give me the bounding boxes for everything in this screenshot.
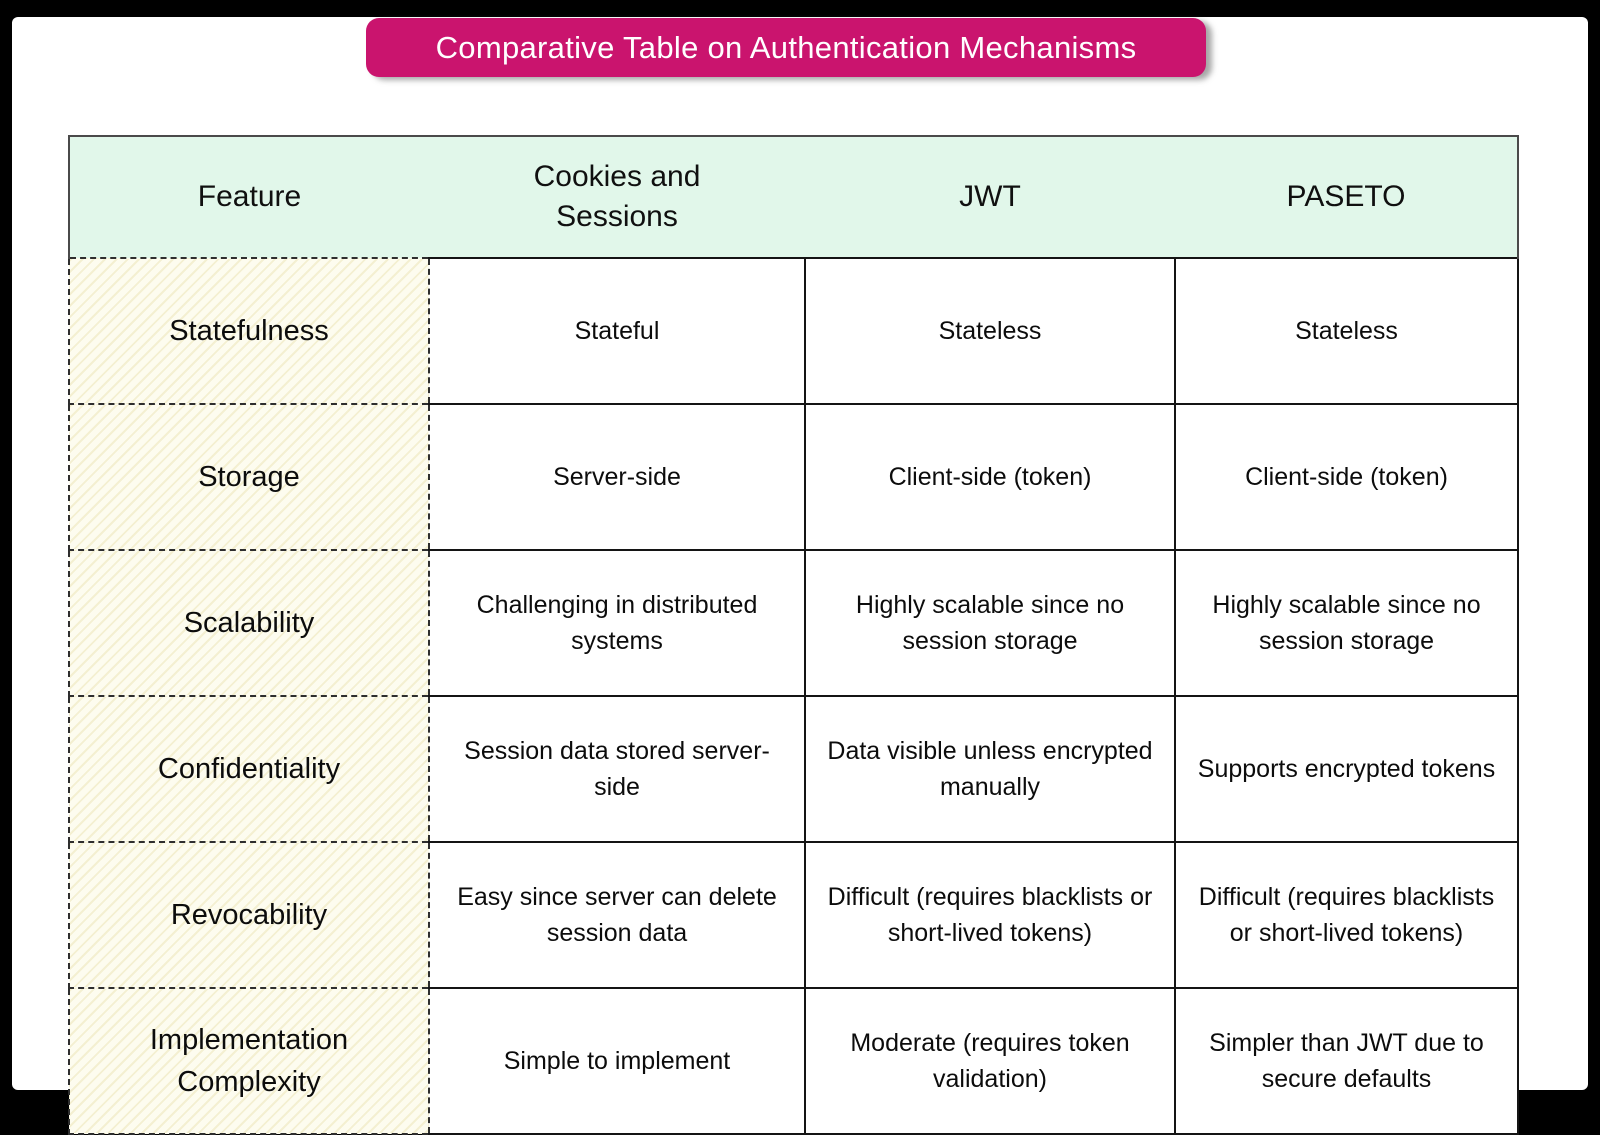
page-title: Comparative Table on Authentication Mech… (435, 29, 1137, 65)
data-cell: Data visible unless encrypted manually (804, 695, 1176, 843)
table-row-revocability: Revocability Easy since server can delet… (68, 841, 1519, 989)
data-cell: Difficult (requires blacklists or short-… (1174, 841, 1519, 989)
data-cell: Easy since server can delete session dat… (429, 841, 806, 989)
feature-label-cell: Storage (68, 403, 430, 551)
feature-label-cell: Scalability (68, 549, 430, 697)
feature-label-cell: Implementation Complexity (68, 987, 430, 1135)
infographic-root: { "title": "Comparative Table on Authent… (12, 17, 1588, 1135)
data-cell: Highly scalable since no session storage (1174, 549, 1519, 697)
data-cell: Difficult (requires blacklists or short-… (804, 841, 1176, 989)
comparison-table: Feature Cookies and Sessions JWT PASETO … (68, 135, 1519, 1135)
table-row-confidentiality: Confidentiality Session data stored serv… (68, 695, 1519, 843)
column-header-cookies-sessions: Cookies and Sessions (429, 135, 805, 258)
data-cell: Challenging in distributed systems (429, 549, 806, 697)
data-cell: Simpler than JWT due to secure defaults (1174, 987, 1519, 1135)
data-cell: Moderate (requires token validation) (804, 987, 1176, 1135)
column-header-feature: Feature (68, 135, 429, 258)
table-row-statefulness: Statefulness Stateful Stateless Stateles… (68, 257, 1519, 405)
data-cell: Stateless (804, 257, 1176, 405)
data-cell: Stateful (429, 257, 806, 405)
feature-label-cell: Revocability (68, 841, 430, 989)
header-row: Feature Cookies and Sessions JWT PASETO (68, 135, 1519, 258)
column-header-jwt: JWT (805, 135, 1175, 258)
data-cell: Session data stored server-side (429, 695, 806, 843)
title-banner: Comparative Table on Authentication Mech… (366, 18, 1206, 77)
data-cell: Server-side (429, 403, 806, 551)
data-cell: Client-side (token) (1174, 403, 1519, 551)
comparison-table-container: Feature Cookies and Sessions JWT PASETO … (68, 135, 1519, 1135)
feature-label-cell: Statefulness (68, 257, 430, 405)
feature-label-cell: Confidentiality (68, 695, 430, 843)
data-cell: Highly scalable since no session storage (804, 549, 1176, 697)
data-cell: Supports encrypted tokens (1174, 695, 1519, 843)
column-header-paseto: PASETO (1175, 135, 1519, 258)
table-row-storage: Storage Server-side Client-side (token) … (68, 403, 1519, 551)
data-cell: Simple to implement (429, 987, 806, 1135)
table-row-scalability: Scalability Challenging in distributed s… (68, 549, 1519, 697)
data-cell: Stateless (1174, 257, 1519, 405)
data-cell: Client-side (token) (804, 403, 1176, 551)
table-row-implementation-complexity: Implementation Complexity Simple to impl… (68, 987, 1519, 1135)
